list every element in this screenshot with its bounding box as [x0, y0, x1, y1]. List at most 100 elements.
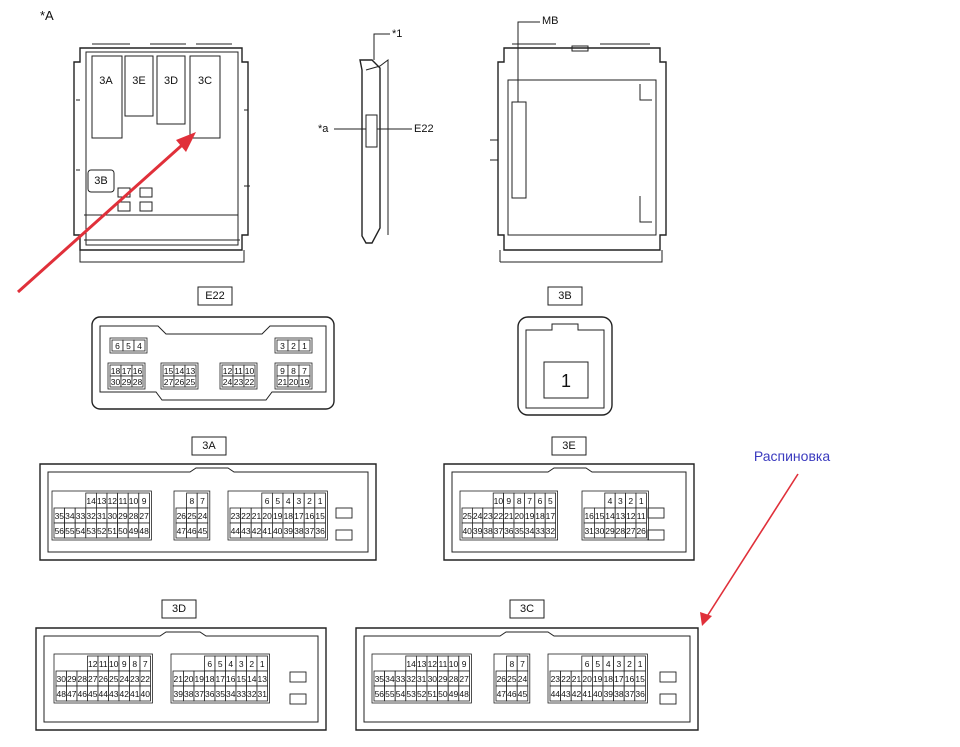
- pin-3d-45: 45: [88, 689, 98, 699]
- slot-label-3e: 3E: [132, 75, 145, 87]
- pin-3c-38: 38: [614, 689, 624, 699]
- pin-3a-47: 47: [177, 526, 187, 536]
- pin-3d-38: 38: [184, 689, 194, 699]
- pin-3d-2: 2: [249, 659, 254, 669]
- pin-3a-54: 54: [76, 526, 86, 536]
- pin-3a-1: 1: [318, 496, 323, 506]
- pin-3e-33: 33: [535, 526, 545, 536]
- pin-e22-29: 29: [122, 377, 132, 387]
- pin-3d-43: 43: [109, 689, 119, 699]
- connector-label-3d: 3D: [172, 603, 186, 615]
- pin-3e-23: 23: [483, 511, 493, 521]
- pin-e22-19-cell: [298, 375, 311, 388]
- module-top-view: *A 3A 3E 3D 3C 3B: [40, 8, 250, 263]
- pin-3a-8: 8: [190, 496, 195, 506]
- pin-3e-28: 28: [616, 526, 626, 536]
- pin-group-e22-2: [107, 362, 146, 390]
- pin-3a-25: 25: [187, 511, 197, 521]
- pin-3e-12: 12: [626, 511, 636, 521]
- pin-group-3a-0: [51, 490, 152, 541]
- pin-3e-26-cell: [635, 522, 647, 539]
- pin-3c-45: 45: [518, 689, 528, 699]
- pin-e22-23: 23: [234, 377, 244, 387]
- pin-3a-33: 33: [76, 511, 86, 521]
- latch-tab: [659, 671, 677, 683]
- ref-e22: E22: [414, 123, 434, 135]
- pin-3d-13: 13: [258, 674, 268, 684]
- pin-3c-40: 40: [593, 689, 603, 699]
- pin-3e-20: 20: [514, 511, 524, 521]
- pin-3a-20: 20: [262, 511, 272, 521]
- pin-3a-43: 43: [241, 526, 251, 536]
- pin-3d-37: 37: [195, 689, 205, 699]
- slot-label-3a: 3A: [99, 75, 113, 87]
- pin-3c-4: 4: [606, 659, 611, 669]
- pin-3a-9: 9: [142, 496, 147, 506]
- pin-3a-48-cell: [138, 522, 150, 539]
- pin-3c-26: 26: [497, 674, 507, 684]
- pin-3a-51: 51: [108, 526, 118, 536]
- pin-e22-8: 8: [291, 366, 296, 376]
- pin-3e-3: 3: [618, 496, 623, 506]
- pin-3c-24: 24: [518, 674, 528, 684]
- pin-3c-7: 7: [520, 659, 525, 669]
- pin-3b-1: 1: [561, 371, 571, 391]
- pin-3a-55: 55: [65, 526, 75, 536]
- pin-e22-24: 24: [223, 377, 233, 387]
- pin-3a-4: 4: [286, 496, 291, 506]
- pin-3a-28: 28: [129, 511, 139, 521]
- pin-3e-27: 27: [626, 526, 636, 536]
- pin-3d-27: 27: [88, 674, 98, 684]
- pin-3e-14: 14: [605, 511, 615, 521]
- pin-e22-13: 13: [186, 366, 196, 376]
- pin-3e-16: 16: [584, 511, 594, 521]
- pin-group-3c-2: [547, 653, 648, 704]
- pin-3a-36: 36: [315, 526, 325, 536]
- pin-3c-6: 6: [585, 659, 590, 669]
- pin-3a-26: 26: [177, 511, 187, 521]
- pin-e22-25-cell: [184, 375, 197, 388]
- arrowhead-icon: [700, 612, 712, 626]
- pin-3e-38: 38: [483, 526, 493, 536]
- slot-3c: [189, 55, 221, 139]
- pin-e22-4: 4: [137, 341, 142, 351]
- pin-3a-22: 22: [241, 511, 251, 521]
- pin-e22-6: 6: [115, 341, 120, 351]
- pin-3c-11: 11: [438, 659, 447, 669]
- pin-3c-55: 55: [385, 689, 395, 699]
- pin-e22-20: 20: [289, 377, 299, 387]
- pin-3a-53: 53: [86, 526, 96, 536]
- pin-3d-16: 16: [226, 674, 236, 684]
- pin-3d-4: 4: [228, 659, 233, 669]
- mb-connector: [511, 101, 527, 199]
- pin-3d-26: 26: [99, 674, 109, 684]
- pin-3a-2: 2: [307, 496, 312, 506]
- pin-3a-48: 48: [139, 526, 149, 536]
- pin-3e-15: 15: [595, 511, 605, 521]
- connector-3b: 3B 1: [517, 286, 613, 416]
- pin-3d-23: 23: [130, 674, 140, 684]
- pin-3e-5: 5: [548, 496, 553, 506]
- pin-3c-1: 1: [638, 659, 643, 669]
- pin-3c-36-cell: [634, 685, 646, 702]
- pin-3d-40: 40: [141, 689, 151, 699]
- pin-group-e22-3: [160, 362, 199, 390]
- pin-3e-31: 31: [584, 526, 594, 536]
- pin-3d-47: 47: [67, 689, 77, 699]
- pin-3c-43: 43: [561, 689, 571, 699]
- pin-e22-1-cell: [298, 339, 311, 352]
- arrow-to-3c-connector: [705, 473, 799, 619]
- pin-3c-22: 22: [561, 674, 571, 684]
- pin-3c-48: 48: [459, 689, 469, 699]
- pin-e22-16: 16: [133, 366, 143, 376]
- pin-3a-35: 35: [55, 511, 65, 521]
- arrow-to-3c-slot: [16, 136, 192, 294]
- pin-3c-3: 3: [617, 659, 622, 669]
- pin-3a-7: 7: [200, 496, 205, 506]
- pin-3a-46: 46: [187, 526, 197, 536]
- pin-3c-33: 33: [396, 674, 406, 684]
- slot-3b: [87, 169, 115, 193]
- pin-e22-4-cell: [133, 339, 146, 352]
